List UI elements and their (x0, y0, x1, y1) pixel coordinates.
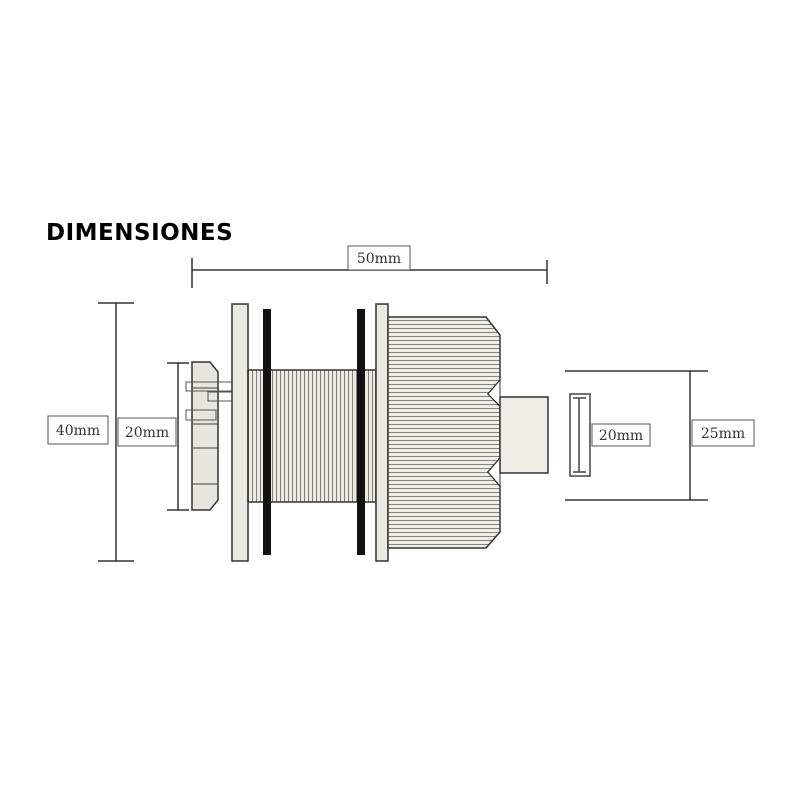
nut-height-dimension: 20mm (117, 362, 189, 511)
height-label: 40mm (56, 423, 100, 439)
end-outer-label: 25mm (701, 426, 745, 442)
cable-stub (499, 396, 549, 474)
height-dimension: 40mm (47, 302, 134, 562)
gland-cap (387, 316, 501, 549)
length-dimension: 50mm (191, 245, 548, 288)
hex-nut (185, 361, 235, 511)
right-flange (375, 303, 389, 562)
gasket-ring-right (357, 309, 365, 555)
end-view: 20mm 25mm (565, 370, 755, 501)
length-label: 50mm (357, 251, 401, 267)
nut-height-label: 20mm (125, 425, 169, 441)
end-inner-label: 20mm (599, 428, 643, 444)
gasket-ring-left (263, 309, 271, 555)
diagram-title: DIMENSIONES (46, 220, 234, 246)
left-flange (231, 303, 249, 562)
